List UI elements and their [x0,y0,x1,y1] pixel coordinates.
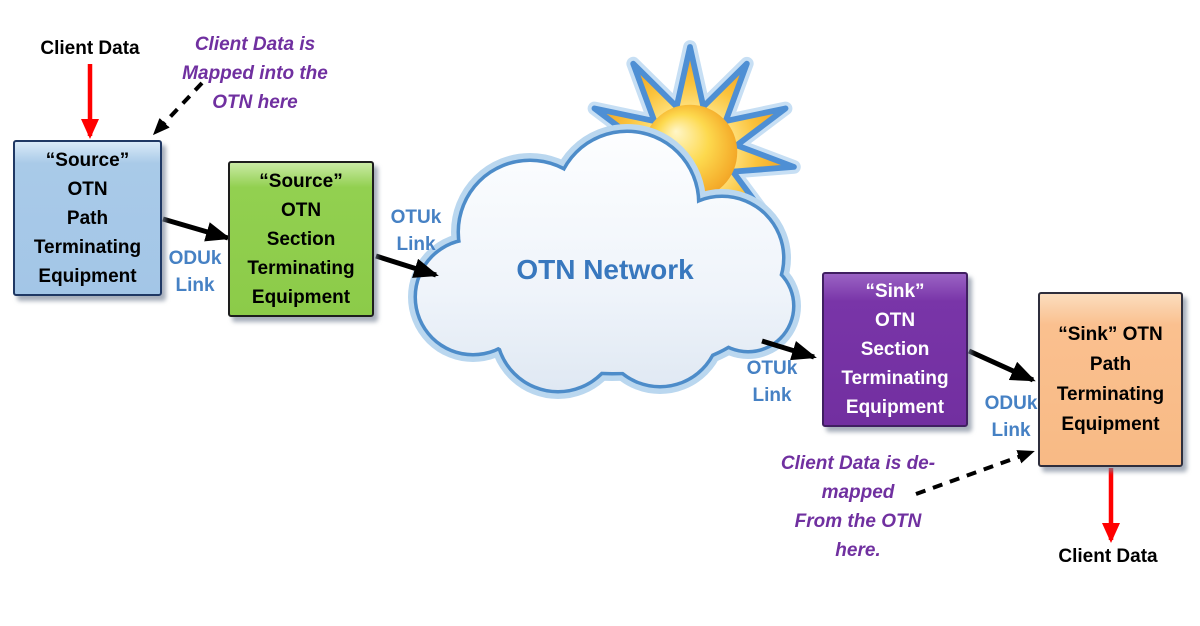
box-line: Section [860,339,930,360]
arrow-oduk-sink [967,348,1036,383]
link-label-line: ODUk [168,248,222,269]
box-line: “Source” [259,170,343,192]
box-line: Terminating [247,257,355,279]
box-source-path-terminating-equipment: “Source” OTN Path Terminating Equipment [13,140,162,296]
box-line: “Source” [45,149,130,171]
box-line: “Sink” [865,281,925,302]
link-label-line: ODUk [984,393,1038,414]
link-label-line: OTUk [390,207,442,228]
oduk-link-source-label: ODUk Link [162,245,228,299]
box-line: Path [1089,353,1132,375]
box-line: Equipment [251,286,351,308]
box-line: Equipment [1061,413,1160,435]
link-label-line: OTUk [746,358,798,379]
box-line: Terminating [1056,383,1165,405]
client-data-out-label: Client Data [1058,546,1158,567]
box-line: Equipment [845,397,945,418]
mapped-note-line: Client Data is [194,34,316,55]
oduk-link-sink-label: ODUk Link [978,390,1044,444]
mapped-note: Client Data is Mapped into the OTN here [160,30,350,117]
client-data-in-label: Client Data [40,38,140,59]
arrow-oduk-source [162,216,231,242]
box-sink-path-terminating-equipment: “Sink” OTN Path Terminating Equipment [1038,292,1183,467]
dashed-arrow-map-note [152,81,204,136]
box-line: Terminating [841,368,949,389]
demapped-note: Client Data is de- mapped From the OTN h… [756,449,960,565]
demapped-note-line: Client Data is de- [780,453,936,474]
demapped-note-line: mapped [821,482,895,503]
box-line: OTN [280,199,322,221]
link-label-line: Link [396,234,436,255]
arrow-otuk-source [375,253,439,278]
dashed-arrow-demap-note [915,450,1035,496]
demapped-note-line: here. [835,540,881,561]
box-line: OTN [874,310,916,331]
box-line: Section [266,228,336,250]
box-sink-section-terminating-equipment: “Sink” OTN Section Terminating Equipment [822,272,968,427]
otuk-link-sink-label: OTUk Link [740,355,804,409]
otuk-link-source-label: OTUk Link [384,204,448,258]
box-line: Path [66,207,109,229]
box-line: “Sink” OTN [1058,323,1163,345]
link-label-line: Link [175,275,215,296]
link-label-line: Link [991,420,1031,441]
box-line: Terminating [33,236,142,258]
connector-arrows [81,64,1120,543]
otn-network-label: OTN Network [516,254,694,285]
mapped-note-line: Mapped into the [182,63,328,84]
box-line: Equipment [38,265,137,287]
demapped-note-line: From the OTN [794,511,922,532]
mapped-note-line: OTN here [212,92,298,113]
arrow-otuk-sink [761,338,817,361]
box-source-section-terminating-equipment: “Source” OTN Section Terminating Equipme… [228,161,374,317]
link-label-line: Link [752,385,792,406]
box-line: OTN [67,178,108,200]
